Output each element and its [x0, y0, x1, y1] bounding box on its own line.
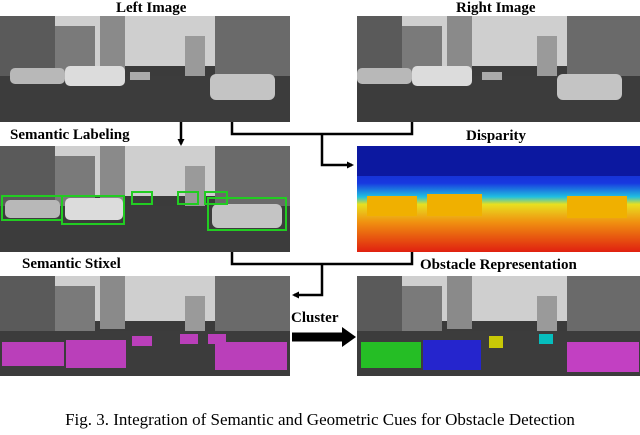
- left-image-label: Left Image: [116, 0, 187, 16]
- cluster-label: Cluster: [291, 310, 339, 326]
- arrow-to-disparity: [320, 134, 354, 169]
- right-image-label: Right Image: [456, 0, 536, 16]
- right-image-panel: [357, 16, 640, 122]
- figure-caption: Fig. 3. Integration of Semantic and Geom…: [65, 410, 575, 429]
- obstacle-representation-label: Obstacle Representation: [420, 257, 577, 273]
- cluster-arrow-head: [342, 327, 356, 347]
- arrow-to-stixel: [292, 264, 324, 299]
- obstacle-representation-panel: [357, 276, 640, 376]
- disparity-label: Disparity: [466, 128, 526, 144]
- semantic-labeling-panel: [0, 146, 290, 252]
- semantic-labeling-label: Semantic Labeling: [10, 127, 130, 143]
- connector-fusion: [230, 252, 414, 266]
- left-image-panel: [0, 16, 290, 122]
- disparity-panel: [357, 146, 640, 252]
- semantic-stixel-label: Semantic Stixel: [22, 256, 121, 272]
- semantic-stixel-panel: [0, 276, 290, 376]
- connector-images: [230, 122, 414, 136]
